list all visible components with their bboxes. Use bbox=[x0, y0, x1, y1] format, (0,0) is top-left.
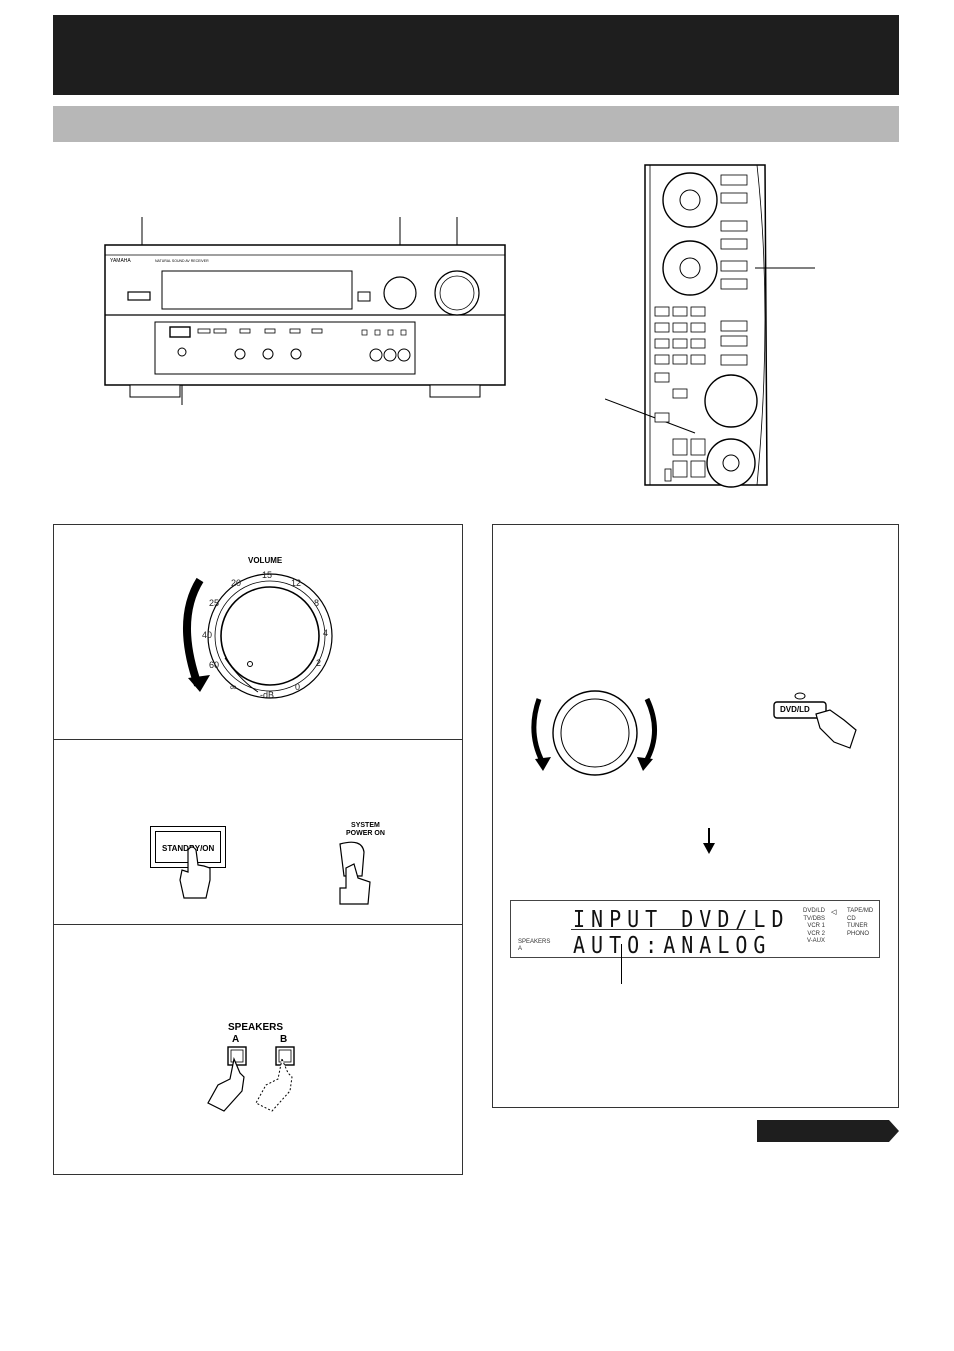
volume-tick: 20 bbox=[231, 578, 242, 588]
receiver-front-svg: YAMAHA NATURAL SOUND AV RECEIVER bbox=[104, 217, 506, 405]
volume-tick: ∞ bbox=[230, 682, 237, 692]
dvd-ld-button[interactable] bbox=[770, 690, 865, 750]
volume-tick: 8 bbox=[314, 598, 320, 608]
volume-tick: 2 bbox=[316, 658, 322, 668]
lcd-line2: AUTO:ANALOG bbox=[573, 931, 772, 959]
volume-label: VOLUME bbox=[248, 556, 283, 565]
volume-tick: 40 bbox=[202, 630, 213, 640]
standby-on-button[interactable]: STANDBY/ON bbox=[162, 844, 215, 853]
lcd-input-indicator-icon: ◁ bbox=[831, 909, 837, 916]
volume-tick: 60 bbox=[209, 660, 220, 670]
volume-tick: 15 bbox=[262, 570, 273, 580]
pointing-hand-icon bbox=[179, 846, 211, 899]
volume-tick: 25 bbox=[209, 598, 220, 608]
panel-power-step bbox=[53, 739, 463, 925]
speakers-a-label: A bbox=[232, 1034, 240, 1045]
panel-speakers-step bbox=[53, 924, 463, 1175]
section-bar bbox=[53, 106, 899, 142]
speakers-ab-buttons[interactable] bbox=[200, 1045, 310, 1115]
arrow-down-icon bbox=[703, 828, 715, 854]
volume-tick: 4 bbox=[323, 628, 329, 638]
input-selector-dial[interactable] bbox=[525, 685, 665, 785]
volume-tick: 0 bbox=[295, 682, 301, 692]
speakers-label: SPEAKERS bbox=[228, 1022, 284, 1033]
svg-text:YAMAHA: YAMAHA bbox=[110, 258, 131, 264]
lcd-inputs-left: DVD/LD TV/DBS VCR 1 VCR 2 V-AUX bbox=[803, 908, 826, 944]
remote-illustration bbox=[604, 163, 820, 488]
lcd-line1: INPUT DVD/LD bbox=[573, 905, 790, 933]
lcd-speakers-value: A bbox=[518, 946, 523, 952]
speakers-b-label: B bbox=[280, 1034, 288, 1045]
volume-tick: 12 bbox=[291, 578, 302, 588]
continue-arrow-tag bbox=[757, 1120, 899, 1142]
front-panel-illustration: YAMAHA NATURAL SOUND AV RECEIVER bbox=[100, 215, 510, 405]
lcd-inputs-right: TAPE/MD CD TUNER PHONO bbox=[847, 908, 874, 937]
system-power-on-button[interactable] bbox=[332, 838, 382, 913]
header-bar bbox=[53, 15, 899, 95]
svg-text:NATURAL SOUND AV RECEIVER: NATURAL SOUND AV RECEIVER bbox=[155, 259, 209, 263]
panel-input-step bbox=[492, 524, 899, 1108]
lcd-display: INPUT DVD/LD AUTO:ANALOG SPEAKERS A DVD/… bbox=[510, 900, 880, 959]
volume-dial[interactable] bbox=[170, 560, 350, 710]
volume-tick: -dB bbox=[260, 690, 275, 700]
dvd-ld-label: DVD/LD bbox=[780, 705, 810, 714]
lcd-callout-line bbox=[621, 944, 622, 984]
system-power-on-label: SYSTEM POWER ON bbox=[346, 822, 385, 837]
lcd-speakers-label: SPEAKERS bbox=[518, 939, 551, 945]
remote-svg bbox=[604, 164, 815, 488]
